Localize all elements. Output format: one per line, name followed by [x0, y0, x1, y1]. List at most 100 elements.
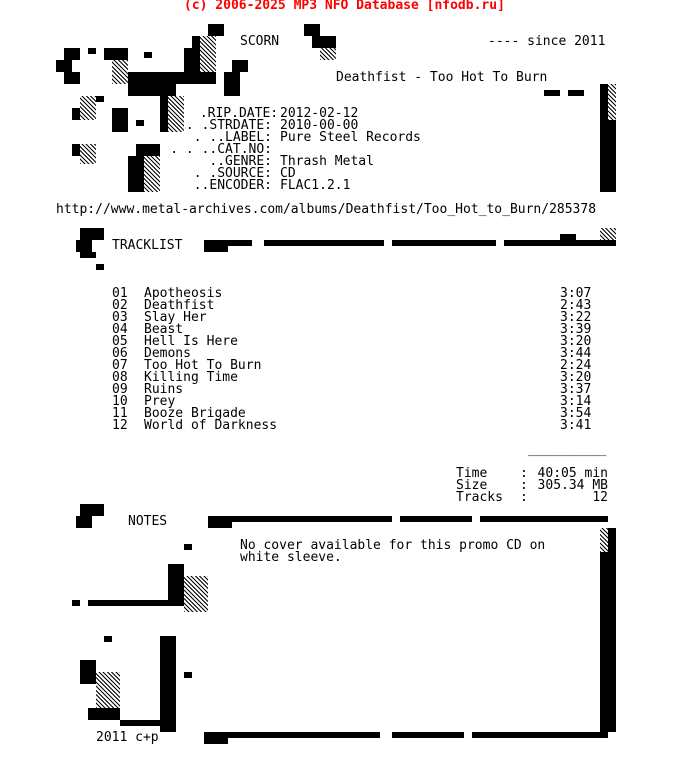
track-row: 12 World of Darkness 3:41: [112, 418, 612, 433]
track-title: Beast: [144, 322, 184, 337]
track-number: 01: [112, 286, 128, 301]
art-block: [76, 240, 92, 252]
art-block: [232, 60, 248, 72]
track-title: Apotheosis: [144, 286, 223, 301]
track-title: World of Darkness: [144, 418, 278, 433]
art-shade: [168, 96, 184, 132]
art-shade: [320, 48, 336, 60]
track-title: Demons: [144, 346, 191, 361]
art-shade: [80, 96, 96, 120]
notes-line: No cover available for this promo CD on: [240, 538, 546, 553]
art-block: [224, 72, 240, 96]
art-block: [208, 516, 232, 528]
art-shade: [600, 228, 616, 240]
art-block: [76, 516, 92, 528]
art-shade: [96, 672, 120, 708]
track-title: Too Hot To Burn: [144, 358, 262, 373]
track-time: 3:41: [560, 418, 592, 433]
total-time-label: Time: [456, 466, 488, 481]
art-shade: [184, 576, 208, 612]
art-block: [128, 156, 144, 192]
track-number: 07: [112, 358, 128, 373]
art-shade: [112, 60, 128, 84]
art-dot: [184, 672, 192, 678]
art-rule: [392, 732, 464, 738]
art-dot: [88, 48, 96, 54]
art-dot: [72, 600, 80, 606]
track-title: Deathfist: [144, 298, 215, 313]
art-block: [568, 90, 584, 96]
track-title: Killing Time: [144, 370, 238, 385]
track-time: 2:24: [560, 358, 592, 373]
track-time: 3:37: [560, 382, 592, 397]
info-label-source: . .SOURCE:: [193, 166, 272, 181]
art-rule: [472, 732, 608, 738]
total-time-value: 40:05 min: [537, 466, 608, 481]
track-time: 3:20: [560, 370, 592, 385]
art-block: [228, 240, 252, 246]
track-time: 3:20: [560, 334, 592, 349]
track-time: 3:22: [560, 310, 592, 325]
art-block: [88, 600, 184, 606]
track-title: Slay Her: [144, 310, 207, 325]
art-dot: [136, 120, 144, 126]
site-credit: (c) 2006-2025 MP3 NFO Database [nfodb.ru…: [184, 0, 505, 13]
art-rule: [228, 732, 380, 738]
art-rule: [400, 516, 472, 522]
track-time: 2:43: [560, 298, 592, 313]
total-size-value: 305.34 MB: [537, 478, 608, 493]
art-block: [104, 48, 128, 60]
art-rule: [232, 516, 392, 522]
track-number: 12: [112, 418, 128, 433]
art-rule: [264, 240, 384, 246]
art-shade: [608, 84, 616, 120]
info-value-str-date: 2010-00-00: [280, 118, 359, 133]
art-block: [204, 732, 228, 744]
art-block: [560, 234, 576, 240]
info-label-encoder: ..ENCODER:: [193, 178, 272, 193]
art-block: [80, 660, 96, 684]
art-block: [80, 228, 104, 240]
track-title: Ruins: [144, 382, 184, 397]
track-row: 07 Too Hot To Burn 2:24: [112, 358, 612, 373]
art-block: [312, 36, 336, 48]
art-rule: [392, 240, 496, 246]
art-shade: [600, 528, 608, 552]
totals-colon: :: [520, 490, 528, 505]
info-label-str-date: . .STRDATE:: [185, 118, 272, 133]
art-block: [64, 72, 80, 84]
art-block: [168, 564, 184, 600]
art-block: [160, 636, 176, 732]
art-block: [204, 240, 228, 252]
art-block: [64, 48, 80, 60]
track-number: 02: [112, 298, 128, 313]
art-block: [112, 108, 128, 132]
art-dot: [184, 544, 192, 550]
track-number: 10: [112, 394, 128, 409]
info-value-rip-date: 2012-02-12: [280, 106, 359, 121]
info-label-genre: ..GENRE:: [193, 154, 272, 169]
track-number: 04: [112, 322, 128, 337]
art-rule: [480, 516, 608, 522]
totals-colon: :: [520, 478, 528, 493]
art-block: [88, 708, 120, 720]
art-dot: [144, 52, 152, 58]
metal-archives-link[interactable]: http://www.metal-archives.com/albums/Dea…: [56, 202, 597, 217]
art-dot: [96, 264, 104, 270]
track-row: 02 Deathfist 2:43: [112, 298, 612, 313]
track-time: 3:54: [560, 406, 592, 421]
info-label-rip-date: .RIP.DATE:: [192, 106, 279, 121]
track-time: 3:07: [560, 286, 592, 301]
track-number: 03: [112, 310, 128, 325]
art-rule: [504, 240, 616, 246]
totals-rule: __________: [528, 442, 607, 457]
info-value-encoder: FLAC1.2.1: [280, 178, 351, 193]
release-title: Deathfist - Too Hot To Burn: [336, 70, 548, 85]
group-name: SCORN: [240, 34, 280, 49]
art-block: [136, 144, 160, 156]
totals-colon: :: [520, 466, 528, 481]
